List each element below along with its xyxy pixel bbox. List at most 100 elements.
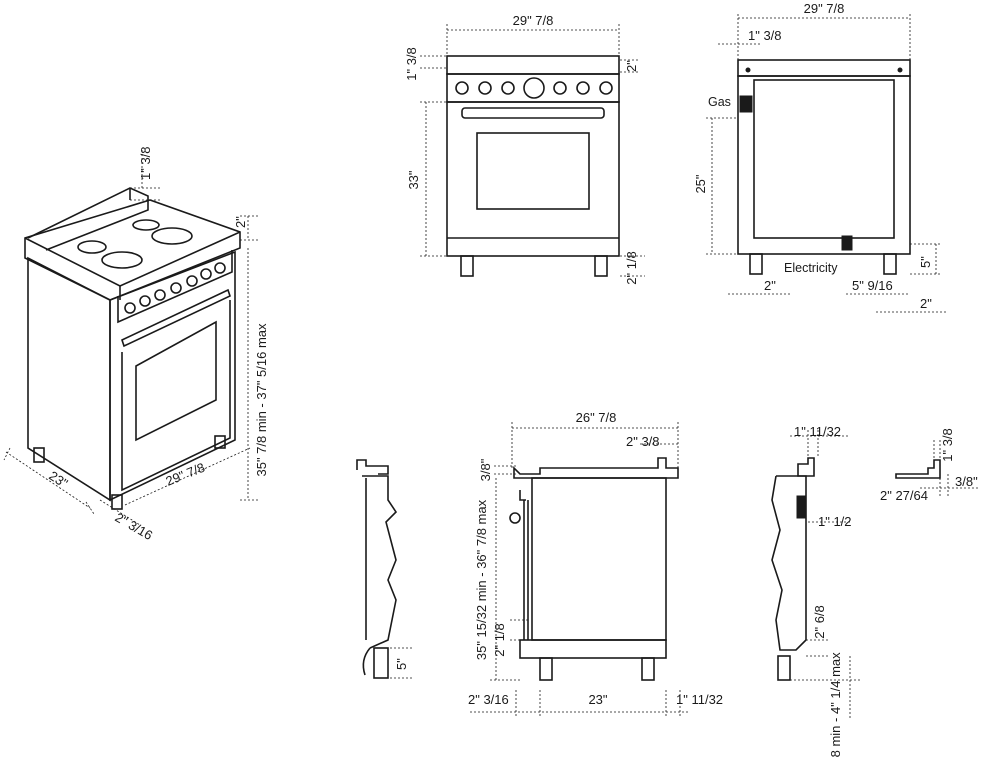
iso-leg-1 bbox=[33, 447, 45, 463]
side-knob bbox=[519, 490, 526, 501]
front-knob-2 bbox=[478, 81, 492, 95]
detail-offset-label: 3/8" bbox=[955, 474, 978, 489]
iso-knob-3 bbox=[154, 289, 166, 301]
left-section-leg bbox=[373, 647, 389, 679]
iso-rear-dim-line bbox=[240, 215, 258, 241]
front-height-dim-line bbox=[420, 101, 447, 257]
left-section-profile bbox=[362, 475, 398, 649]
rear-gas-dim-line bbox=[706, 117, 738, 255]
right-section-top-dim bbox=[790, 430, 850, 458]
rear-leg-right bbox=[883, 253, 897, 275]
rear-inner-panel bbox=[753, 79, 895, 239]
side-height-label: 35" 15/32 min - 36" 7/8 max bbox=[474, 499, 489, 660]
side-cooktop bbox=[513, 457, 679, 479]
front-panel-dim-line bbox=[620, 59, 640, 73]
front-oven-body bbox=[446, 101, 620, 257]
iso-handle-label: 2" 3/16 bbox=[113, 510, 156, 543]
right-section-leg bbox=[777, 655, 791, 681]
left-section-leg-label: 5" bbox=[394, 658, 409, 670]
side-top-dim-line bbox=[494, 465, 516, 475]
front-width-dim-line bbox=[446, 24, 620, 56]
iso-knob-6 bbox=[200, 268, 212, 280]
side-bottom-dim-line bbox=[470, 690, 690, 716]
iso-oven-handle bbox=[121, 288, 231, 348]
rear-left-offset-label: 2" bbox=[764, 278, 776, 293]
right-section-view: 1" 11/32 1" 1/2 2" 6/8 2" 6/8 min - 4" 1… bbox=[771, 424, 860, 762]
front-knob-5 bbox=[576, 81, 590, 95]
rear-top-strip bbox=[737, 59, 911, 77]
rear-screw-left bbox=[745, 67, 751, 73]
front-height-label: 33" bbox=[406, 170, 421, 189]
right-section-panel bbox=[796, 495, 806, 519]
right-section-mid-label: 1" 1/2 bbox=[818, 514, 852, 529]
rear-elec-offset-label: 5" 9/16 bbox=[852, 278, 893, 293]
side-leg-front bbox=[539, 657, 553, 681]
side-leg-rear bbox=[641, 657, 655, 681]
iso-rear-height-label: 2" bbox=[233, 216, 248, 228]
detail-view: 1" 3/8 3/8" 2" 27/64 bbox=[880, 428, 980, 503]
iso-knob-1 bbox=[124, 302, 136, 314]
rear-electric-connector bbox=[841, 235, 853, 251]
right-section-profile bbox=[771, 475, 807, 651]
iso-burner-2 bbox=[101, 251, 143, 269]
iso-knob-7 bbox=[214, 262, 226, 274]
front-knob-4 bbox=[553, 81, 567, 95]
iso-height-label: 35" 7/8 min - 37" 5/16 max bbox=[254, 323, 269, 477]
rear-elec-height-label: 5" bbox=[918, 256, 933, 268]
iso-knob-5 bbox=[186, 275, 198, 287]
front-leg-left bbox=[460, 255, 474, 277]
side-depth-label: 26" 7/8 bbox=[576, 410, 617, 425]
rear-width-label: 29" 7/8 bbox=[804, 1, 845, 16]
iso-depth-dim-line bbox=[3, 447, 95, 515]
iso-oven-door bbox=[121, 300, 231, 492]
side-leg-label: 2" 1/8 bbox=[492, 623, 507, 657]
front-knob-1 bbox=[455, 81, 469, 95]
side-handle bbox=[509, 512, 521, 524]
side-rear-gap-label: 1" 11/32 bbox=[676, 692, 723, 707]
iso-oven-window bbox=[135, 320, 217, 442]
rear-gas-height-label: 25" bbox=[693, 174, 708, 193]
right-section-foot-label: 2" 6/8 bbox=[812, 605, 827, 639]
front-thermostat-dial bbox=[523, 77, 545, 99]
front-oven-window bbox=[476, 132, 590, 210]
front-width-label: 29" 7/8 bbox=[513, 13, 554, 28]
iso-depth-label: 23" bbox=[46, 468, 70, 491]
front-knob-6 bbox=[599, 81, 613, 95]
iso-burner-1 bbox=[77, 240, 107, 254]
front-top-label: 1" 3/8 bbox=[404, 47, 419, 81]
right-section-leg-dim bbox=[790, 656, 860, 720]
iso-body-front bbox=[109, 250, 236, 502]
side-rear-offset-label: 2" 3/8 bbox=[626, 434, 660, 449]
isometric-view: 1" 3/8 2" 35" 7/8 min - 37" 5/16 max 23"… bbox=[3, 146, 269, 543]
rear-leg-left bbox=[749, 253, 763, 275]
rear-panel bbox=[737, 75, 911, 255]
rear-gas-label: Gas bbox=[708, 95, 731, 109]
front-panel-label: 2" bbox=[624, 60, 639, 72]
side-base bbox=[519, 639, 667, 659]
detail-height-dim bbox=[933, 440, 941, 468]
rear-width-dim-line bbox=[737, 14, 911, 60]
left-section-cable bbox=[362, 647, 371, 676]
rear-gas-connector bbox=[739, 95, 753, 113]
front-leg-label: 2" 1/8 bbox=[624, 251, 639, 285]
iso-leg-3 bbox=[214, 435, 226, 449]
side-body-depth-label: 23" bbox=[588, 692, 607, 707]
detail-width-dim bbox=[920, 474, 980, 496]
side-front-offset-label: 2" 3/16 bbox=[468, 692, 509, 707]
side-height-dim-line bbox=[490, 478, 520, 681]
iso-burner-4 bbox=[132, 219, 160, 231]
right-section-top-label: 1" 11/32 bbox=[794, 424, 841, 439]
rear-elec-dim-line bbox=[910, 243, 940, 275]
left-section-view: 5" bbox=[356, 459, 412, 679]
iso-knob-4 bbox=[170, 282, 182, 294]
rear-screw-right bbox=[897, 67, 903, 73]
rear-right-offset-label: 2" bbox=[920, 296, 932, 311]
detail-profile bbox=[895, 459, 941, 479]
iso-top-gap-label: 1" 3/8 bbox=[138, 146, 153, 180]
detail-width-label: 2" 27/64 bbox=[880, 488, 928, 503]
right-section-top bbox=[797, 457, 815, 477]
front-top-dim-line bbox=[420, 55, 447, 69]
front-oven-handle bbox=[461, 107, 605, 119]
detail-height-label: 1" 3/8 bbox=[940, 428, 955, 462]
rear-offset-label: 1" 3/8 bbox=[748, 28, 782, 43]
